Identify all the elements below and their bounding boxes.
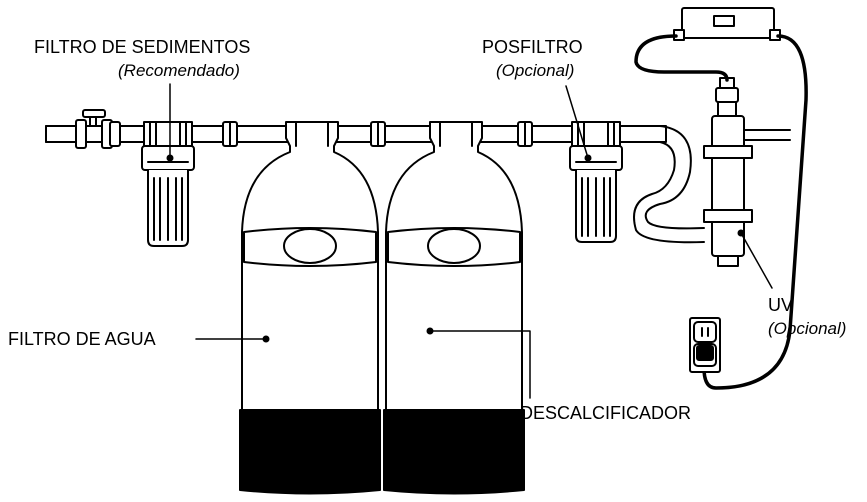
- main-pipe: [45, 125, 667, 143]
- water-filter-tank: [239, 121, 381, 495]
- softener-tank: [383, 121, 525, 495]
- pipe-union-3: [517, 121, 533, 147]
- hose-to-uv: [633, 125, 705, 244]
- sediment-filter-note: (Recomendado): [118, 61, 240, 80]
- inlet-valve: [75, 109, 121, 149]
- post-filter-pointer-line: [565, 85, 589, 159]
- uv-unit: [703, 77, 791, 267]
- post-filter-title: POSFILTRO: [482, 37, 583, 57]
- softener-pointer-line: [429, 330, 531, 399]
- pipe-union-2: [370, 121, 386, 147]
- sediment-filter-housing: [141, 121, 195, 247]
- pipe-union-1: [222, 121, 238, 147]
- post-filter-note: (Opcional): [496, 61, 575, 80]
- uv-cables: [634, 34, 808, 390]
- water-filter-label: FILTRO DE AGUA: [8, 329, 156, 349]
- uv-note: (Opcional): [768, 319, 847, 338]
- softener-label: DESCALCIFICADOR: [520, 403, 692, 423]
- wall-outlet: [689, 317, 721, 373]
- uv-label: UV: [768, 295, 794, 315]
- uv-controller: [673, 7, 781, 41]
- post-filter-housing: [569, 121, 623, 243]
- uv-pointer-line: [740, 232, 773, 289]
- sediment-filter-title: FILTRO DE SEDIMENTOS: [34, 37, 251, 57]
